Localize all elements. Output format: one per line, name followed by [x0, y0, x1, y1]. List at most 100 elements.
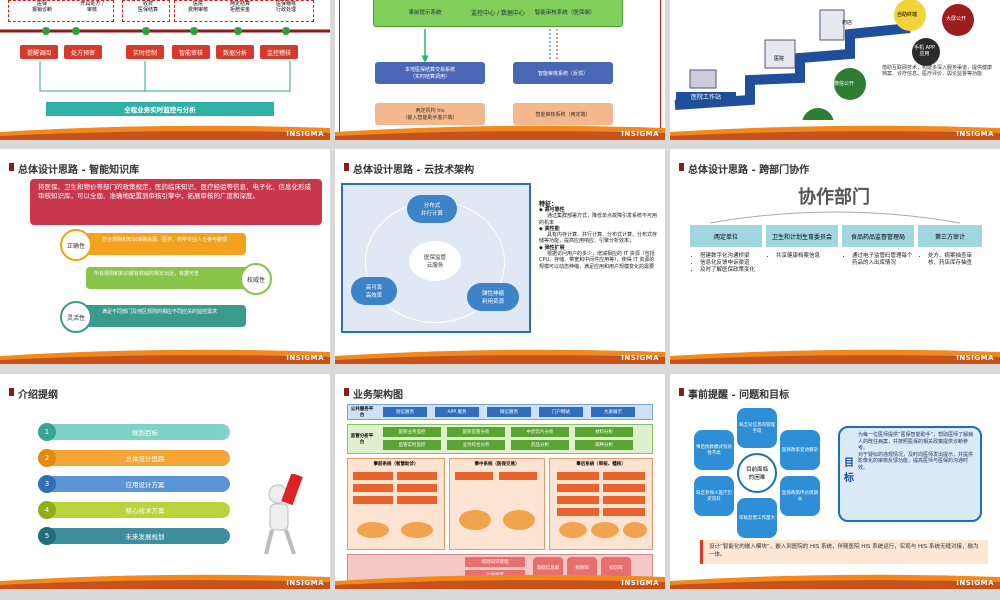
outline-label: 核心技术方案	[125, 507, 165, 515]
top-item: 收费 医保结算	[137, 1, 158, 13]
knowledge-banner: 将医保、卫生和物价等部门的政策规定，医药临床知识、医疗经验等信息，电子化、信息化…	[30, 179, 322, 225]
base-chip: 规则库	[567, 557, 597, 579]
outline-item: 2 总体设计思路	[38, 449, 230, 467]
insigma-logo: INSIGMA	[956, 130, 994, 138]
system-blocks	[353, 472, 647, 538]
service-description: 借助互联网技术，构建多深入服务渠道，提供健康档案、诊疗信息、医疗评价、舆论监督等…	[882, 65, 993, 77]
insigma-logo: INSIGMA	[286, 130, 324, 138]
dept-header: 两定单位	[690, 225, 762, 247]
label-pharmacy: 药店	[842, 20, 853, 26]
slide-title: 业务架构图	[344, 386, 403, 401]
row-text: 符合规则和知识准确来源、医学、药学专业人士参与整理	[70, 233, 246, 255]
footer-note: 设计“智能化的嵌入模块”，嵌入到医院的 HIS 系统，伴随医院 HIS 系统运行…	[700, 540, 988, 564]
target-label: 目 标	[844, 458, 854, 484]
slide-thumbnail-7[interactable]: 介绍提纲 1 规划目标 2 总体设计思路 3 应用设计方案 4 核心技术方案 5…	[0, 374, 330, 589]
local-settlement-box: 本地医保结算交易系统 （实时结算调用）	[375, 62, 485, 84]
analysis-chip: 业务综合分析	[447, 440, 505, 450]
slide-title: 介绍提纲	[9, 386, 58, 401]
slide-thumbnail-2[interactable]: 监控中心 / 数据中心 事前提示系统 智能审核系统（医保端） 本地医保结算交易系…	[335, 0, 665, 140]
smart-review-hospital-box: 智能审核系统（两定端）	[513, 103, 613, 125]
monitor-audit-button: 监控稽核	[260, 45, 298, 59]
dashed-frame	[174, 0, 314, 22]
service-chip: 短信服务	[383, 407, 427, 417]
hex-center: 目前面临 的困难	[737, 453, 777, 493]
service-chip: 大屏展示	[591, 407, 635, 417]
top-item: 医保 报销诊断	[31, 1, 52, 13]
target-card	[838, 426, 982, 522]
dept-items: 处方、病案抽查审核、药店库存抽查	[918, 253, 982, 267]
dashed-frame	[8, 0, 114, 22]
row-label: 公共服务平台	[350, 407, 374, 418]
feature-text: 具有内存计算、并行计算、分布式计算、分布式存储等功能，提高应用响应、引擎分析效率…	[539, 232, 658, 245]
slide-title: 总体设计思路 - 跨部门协作	[678, 161, 809, 176]
dept-item: 处方、病案抽查审核、药店库存抽查	[928, 253, 982, 267]
hex-item: 缺乏对信息的管理手段	[737, 408, 777, 448]
top-item: 医保稽核 行政处理	[275, 1, 296, 13]
features-heading: 特征：	[539, 201, 558, 208]
insigma-logo: INSIGMA	[621, 579, 659, 587]
insigma-logo: INSIGMA	[956, 579, 994, 587]
smart-review-insurer-box: 智能审核系统（医保端）	[534, 10, 596, 16]
analysis-chip: 材料分析	[575, 427, 633, 437]
top-item: 医院 费用审核	[187, 1, 208, 13]
slide-thumbnail-8[interactable]: 业务架构图 公共服务平台 短信服务 APP 服务 微信服务 门户网站 大屏展示 …	[335, 374, 665, 589]
feature-heading: ◆ 高可靠性	[539, 207, 565, 213]
bracket-lines	[39, 61, 291, 92]
hex-cluster: 目前面临 的困难 缺乏对信息的管理手段 医保政策变动繁杂 医保政策传达周期长 审…	[692, 408, 822, 538]
outline-label: 未来发展规划	[125, 533, 165, 541]
outline-item: 4 核心技术方案	[38, 501, 230, 519]
dept-header: 卫生和计划生育委员会	[766, 225, 838, 247]
slide-thumbnail-4[interactable]: 总体设计思路 - 智能知识库 将医保、卫生和物价等部门的政策规定，医药临床知识、…	[0, 149, 330, 364]
label-mobile-app: 手机 APP 应用	[914, 45, 936, 57]
label-hospital: 医院	[774, 56, 785, 62]
slide-thumbnail-1[interactable]: 医保 报销诊断 开具处方 / 审核 收费 医保结算 医院 费用审核 两定结算 拒…	[0, 0, 330, 140]
dept-items: 共享健康档案信息	[766, 253, 838, 260]
node-distributed: 分布式 并行计算	[407, 195, 457, 223]
footer-swoosh	[670, 349, 1000, 364]
row-text: 满足不同部门及地区规则的相应不同应关的监控需求	[70, 305, 246, 327]
outline-item: 5 未来发展规划	[38, 527, 230, 545]
figure-illustration	[264, 474, 303, 555]
analysis-chip: 监管实时监控	[383, 440, 441, 450]
node-elastic: 弹性伸缩 利用资源	[467, 283, 519, 311]
analysis-chip: 中药饮片分析	[511, 427, 569, 437]
outline-number: 2	[38, 449, 56, 467]
analysis-chip: 药品分析	[511, 440, 569, 450]
slide-title: 事前提醒 - 问题和目标	[678, 386, 789, 401]
tag-authority: 权威性	[240, 263, 272, 295]
collaboration-heading: 协作部门	[798, 187, 870, 208]
dept-column: 食品药品监督管理局 通过电子监管码管理每个药品的入出库情况	[842, 225, 914, 267]
base-chip: 规则知识管理	[465, 557, 525, 567]
dept-item: 通过电子监管码管理每个药品的入出库情况	[852, 253, 914, 267]
footer-swoosh	[670, 125, 1000, 140]
dept-items: 通过电子监管码管理每个药品的入出库情况	[842, 253, 914, 267]
footer-swoosh	[670, 574, 1000, 589]
dept-column: 两定单位 搭建数字化沟通桥梁 信息化反馈申诉渠道 及时了解医保政策变化	[690, 225, 762, 274]
outline-item: 3 应用设计方案	[38, 475, 230, 493]
hex-item: 审核反馈工作量大	[737, 498, 777, 538]
node-reliable: 高可靠 高效率	[351, 277, 397, 305]
top-item: 两定结算 拒赔资金	[229, 1, 250, 13]
pre-alert-system-box: 事前提示系统	[408, 10, 442, 16]
staircase-graphic	[674, 0, 974, 120]
system-title: 事前系统（智慧助诊）	[373, 462, 419, 467]
slide-thumbnail-6[interactable]: 总体设计思路 - 跨部门协作 协作部门 两定单位 搭建数字化沟通桥梁 信息化反馈…	[670, 149, 1000, 364]
label-big-screen: 大屏公开	[946, 16, 967, 22]
footer-swoosh	[335, 349, 665, 364]
flow-arrows	[421, 29, 558, 63]
dept-column: 第三方审计 处方、病案抽查审核、药店库存抽查	[918, 225, 982, 267]
system-title: 事后系统（审核、稽核）	[576, 462, 626, 467]
prescription-review-button: 处方预审	[64, 45, 102, 59]
data-analysis-button: 数据分析	[216, 45, 254, 59]
hex-item: 医保政策传达周期长	[780, 476, 820, 516]
base-chip: 知识库	[601, 557, 631, 579]
slide-title: 总体设计思路 - 智能知识库	[8, 161, 139, 176]
slide-thumbnail-3[interactable]: 医院工作站 医院 药店 自助终端 大屏公开 手机 APP 应用 微信公开 网站公…	[670, 0, 1000, 140]
service-chip: APP 服务	[435, 407, 479, 417]
slide-thumbnail-9[interactable]: 事前提醒 - 问题和目标 目前面临 的困难 缺乏对信息的管理手段 医保政策变动繁…	[670, 374, 1000, 589]
branch-lines	[709, 211, 961, 224]
smart-review-feedback-box: 智能审核系统（反馈）	[513, 62, 613, 84]
label-kiosk: 自助终端	[897, 12, 918, 18]
slide-thumbnail-5[interactable]: 总体设计思路 - 云技术架构 医保监管 云服务 分布式 并行计算 高可靠 高效率…	[335, 149, 665, 364]
footer-swoosh	[335, 574, 665, 589]
